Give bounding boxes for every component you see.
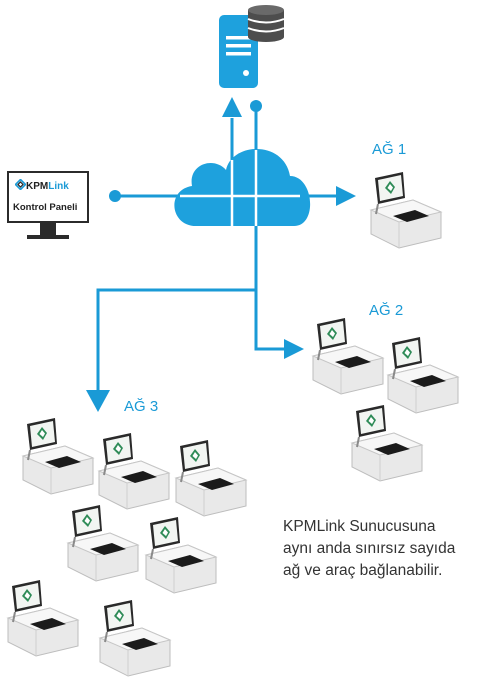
caption: KPMLink Sunucusuna aynı anda sınırsız sa… (283, 516, 498, 582)
cloud-icon (174, 148, 311, 226)
device-ag3-5 (145, 516, 217, 594)
server-database-icon (219, 5, 285, 88)
line-trunk-to-ag3 (96, 288, 256, 392)
dot-server (250, 100, 262, 112)
logo-suffix: Link (48, 181, 69, 192)
arrow-to-ag2 (284, 339, 304, 359)
logo-prefix: KPM (26, 181, 49, 192)
ag3-devices (7, 417, 247, 677)
device-ag3-7 (99, 599, 171, 677)
caption-line-1: KPMLink Sunucusuna (283, 518, 436, 535)
caption-line-3: ağ ve araç bağlanabilir. (283, 562, 443, 579)
monitor-stand-icon (27, 223, 69, 239)
device-ag2-2 (387, 336, 459, 414)
control-panel-label: Kontrol Paneli (13, 202, 78, 213)
kpmlink-logo-icon (14, 178, 27, 191)
device-ag3-3 (175, 439, 247, 517)
arrow-to-ag1 (336, 186, 356, 206)
control-panel-monitor: KPMLink Kontrol Paneli (7, 171, 89, 223)
arrow-to-server (222, 97, 242, 117)
device-ag3-6 (7, 579, 79, 657)
arrow-to-ag3 (86, 390, 110, 412)
line-trunk-to-ag2 (254, 290, 286, 351)
device-ag2-3 (351, 404, 423, 482)
device-ag3-1 (22, 417, 94, 495)
caption-line-2: aynı anda sınırsız sayıda (283, 540, 456, 557)
device-ag2-1 (312, 317, 384, 395)
ag2-devices (312, 317, 459, 482)
kpmlink-logo: KPMLink (14, 178, 69, 192)
ag1-devices (370, 171, 442, 249)
device-ag1-1 (370, 171, 442, 249)
network-label-ag2: AĞ 2 (369, 302, 404, 319)
device-ag3-4 (67, 504, 139, 582)
network-label-ag1: AĞ 1 (372, 141, 407, 158)
network-label-ag3: AĞ 3 (124, 398, 159, 415)
device-ag3-2 (98, 432, 170, 510)
dot-panel (109, 190, 121, 202)
